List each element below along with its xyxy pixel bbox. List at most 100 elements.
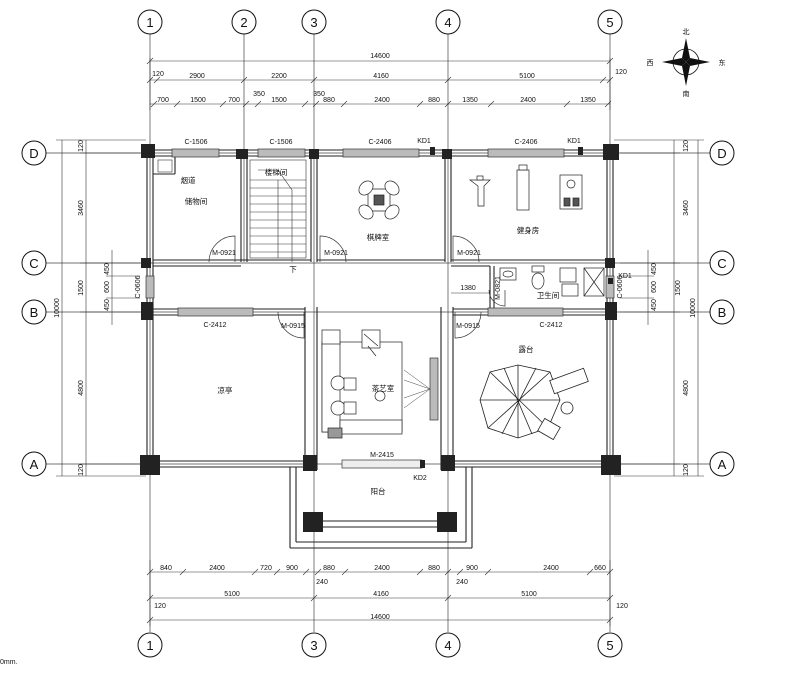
right-total-dim: 10000 xyxy=(690,298,697,318)
window-label-c0606-left: C-0606 xyxy=(135,275,142,298)
top-dim3-1350b: 1350 xyxy=(580,97,596,104)
left-inner-450a: 450 xyxy=(104,263,111,275)
top-dim3-700a: 700 xyxy=(157,97,169,104)
bottom-dim-2400b: 2400 xyxy=(374,565,390,572)
right-dimensions xyxy=(614,139,704,477)
stair xyxy=(249,159,307,262)
top-dim3-880b: 880 xyxy=(428,97,440,104)
bottom-dim-5100a: 5100 xyxy=(224,591,240,598)
bottom-dim-120-left: 120 xyxy=(154,603,166,610)
bottom-dim-5100b: 5100 xyxy=(521,591,537,598)
bottom-dim-900a: 900 xyxy=(286,565,298,572)
axis-1-bottom: 1 xyxy=(146,638,153,653)
room-label-stair: 楼梯间 xyxy=(265,167,288,177)
top-dim3-350a: 350 xyxy=(253,91,265,98)
bathroom-fixtures-icon xyxy=(499,265,605,297)
axis-5-bottom: 5 xyxy=(606,638,613,653)
top-total-dim: 14600 xyxy=(370,53,390,60)
axis-3-top: 3 xyxy=(310,15,317,30)
kd1-label-b: KD1 xyxy=(567,138,581,145)
window-label-c1506-a: C-1506 xyxy=(185,139,208,146)
left-dim-1500: 1500 xyxy=(78,280,85,296)
bottom-dim-240a: 240 xyxy=(316,579,328,586)
compass-west-label: 西 xyxy=(647,59,654,67)
door-label-m0915-b: M-0915 xyxy=(456,323,480,330)
top-dim-2900: 2900 xyxy=(189,73,205,80)
top-dim-120-left: 120 xyxy=(152,71,164,78)
stair-down-label: 下 xyxy=(289,265,297,274)
top-dim3-350b: 350 xyxy=(313,91,325,98)
axis-3-bottom: 3 xyxy=(310,638,317,653)
axis-1-top: 1 xyxy=(146,15,153,30)
bottom-dim-120-right: 120 xyxy=(616,603,628,610)
windows xyxy=(145,148,615,469)
top-dim3-2400a: 2400 xyxy=(374,97,390,104)
door-label-m0921-c: M-0921 xyxy=(457,250,481,257)
top-dimensions xyxy=(146,57,614,110)
bottom-dim-900b: 900 xyxy=(466,565,478,572)
tea-window-rays xyxy=(403,369,431,409)
compass-east-label: 东 xyxy=(719,58,726,67)
top-dim-2200: 2200 xyxy=(271,73,287,80)
chess-table-icon xyxy=(358,180,400,220)
gym-equipment-icon xyxy=(468,164,583,211)
left-dim-120-bottom: 120 xyxy=(78,464,85,476)
door-label-m0921-b: M-0921 xyxy=(324,250,348,257)
kd1-label-a: KD1 xyxy=(417,138,431,145)
bottom-dim-880a: 880 xyxy=(323,565,335,572)
window-label-c0606-right: C-0606 xyxy=(617,275,624,298)
room-label-gym: 健身房 xyxy=(517,225,540,235)
window-label-c2412-b: C-2412 xyxy=(540,322,563,329)
right-inner-450b: 450 xyxy=(651,299,658,311)
top-dim3-1350a: 1350 xyxy=(462,97,478,104)
right-inner-450a: 450 xyxy=(651,263,658,275)
axis-A-right: A xyxy=(718,457,727,472)
axis-C-right: C xyxy=(717,256,726,271)
right-dim-1500: 1500 xyxy=(675,280,682,296)
top-dim3-880a: 880 xyxy=(323,97,335,104)
room-label-chess: 棋牌室 xyxy=(367,232,390,242)
left-dimensions xyxy=(56,139,146,477)
compass-south-label: 南 xyxy=(683,89,690,98)
dim-1380: 1380 xyxy=(460,285,476,292)
axis-4-top: 4 xyxy=(444,15,451,30)
top-dim3-1500b: 1500 xyxy=(271,97,287,104)
compass-north-label: 北 xyxy=(683,28,690,36)
bottom-dim-720: 720 xyxy=(260,565,272,572)
compass-rose: 北 南 西 东 xyxy=(647,28,726,98)
umbrella-icon xyxy=(479,364,561,439)
axis-bubbles-top: 1 2 3 4 5 xyxy=(137,9,623,35)
left-dim-120-top: 120 xyxy=(78,140,85,152)
room-label-bath: 卫生间 xyxy=(537,290,560,300)
door-label-m0821: M-0821 xyxy=(495,276,502,300)
axis-D-left: D xyxy=(29,146,38,161)
bottom-dim-2400c: 2400 xyxy=(543,565,559,572)
bottom-dimensions xyxy=(146,560,614,626)
lounge-chair-icon xyxy=(537,367,589,441)
axis-bubbles-right: D C B A xyxy=(709,140,735,477)
bottom-dim-660: 660 xyxy=(594,565,606,572)
window-label-c2406-b: C-2406 xyxy=(515,139,538,146)
axis-B-left: B xyxy=(30,305,39,320)
room-label-storage: 储物间 xyxy=(185,196,208,206)
window-label-c2406-a: C-2406 xyxy=(369,139,392,146)
left-inner-450b: 450 xyxy=(104,299,111,311)
left-dim-3460: 3460 xyxy=(78,200,85,216)
kd1-label-c: KD1 xyxy=(618,273,632,280)
top-dim-4160: 4160 xyxy=(373,73,389,80)
top-dim3-700b: 700 xyxy=(228,97,240,104)
window-label-c1506-b: C-1506 xyxy=(270,139,293,146)
top-dim-120-right: 120 xyxy=(615,69,627,76)
right-inner-600: 600 xyxy=(651,281,658,293)
tea-room-furniture-icon xyxy=(321,329,403,439)
door-swings xyxy=(208,235,506,339)
kd-markers xyxy=(420,147,613,468)
right-dim-120-top: 120 xyxy=(683,140,690,152)
kd2-label: KD2 xyxy=(413,475,427,482)
axis-5-top: 5 xyxy=(606,15,613,30)
bottom-dim-840: 840 xyxy=(160,565,172,572)
left-dim-4800: 4800 xyxy=(78,380,85,396)
axis-D-right: D xyxy=(717,146,726,161)
flue-box xyxy=(157,159,173,173)
